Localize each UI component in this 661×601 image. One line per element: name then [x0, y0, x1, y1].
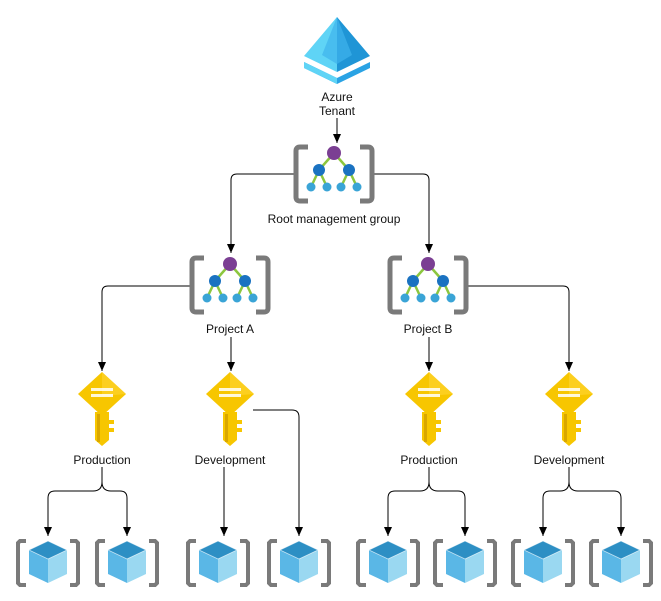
- resource-cube-icon: [267, 539, 331, 587]
- resource-cube-icon: [433, 539, 497, 587]
- resource-cube-icon: [589, 539, 653, 587]
- connector-prod-a-resource-2: [101, 481, 131, 536]
- project-a-management-group-icon: [192, 257, 268, 312]
- subscription-label-production-b: Production: [400, 453, 457, 467]
- resource-cube-icon: [95, 539, 159, 587]
- subscription-label-production-a: Production: [73, 453, 130, 467]
- connector-prod-b-resource-2: [428, 481, 469, 536]
- subscription-key-icon: [206, 372, 254, 446]
- subscription-label-development-a: Development: [195, 453, 266, 467]
- connector-dev-b-resource-2: [568, 481, 625, 536]
- subscription-label-development-b: Development: [534, 453, 605, 467]
- connector-root-project-b: [373, 173, 433, 253]
- connector-prod-a-resource-1: [44, 467, 103, 536]
- resource-cube-icon: [16, 539, 80, 587]
- subscription-key-icon: [78, 372, 126, 446]
- subscription-key-icon: [545, 372, 593, 446]
- resource-cube-icon: [186, 539, 250, 587]
- connector-prod-b-resource-1: [384, 467, 430, 536]
- project-a-label: Project A: [206, 322, 254, 336]
- connector-dev-b-resource-1: [539, 467, 570, 536]
- resource-cube-icon: [511, 539, 575, 587]
- root-management-group-icon: [296, 146, 372, 201]
- root-management-group-label: Root management group: [268, 212, 401, 226]
- subscription-key-icon: [405, 372, 453, 446]
- project-b-management-group-icon: [390, 257, 466, 312]
- azure-tenant-icon: [304, 17, 370, 84]
- resource-cube-icon: [356, 539, 420, 587]
- tenant-label-line1: Azure: [321, 90, 353, 104]
- connector-project-b-development: [466, 285, 573, 371]
- connectors: [44, 118, 625, 536]
- tenant-label-line2: Tenant: [319, 104, 356, 118]
- connector-root-project-a: [227, 173, 295, 253]
- connector-dev-a-resource-2: [253, 409, 303, 536]
- connector-project-a-production: [98, 285, 192, 371]
- project-b-label: Project B: [404, 322, 453, 336]
